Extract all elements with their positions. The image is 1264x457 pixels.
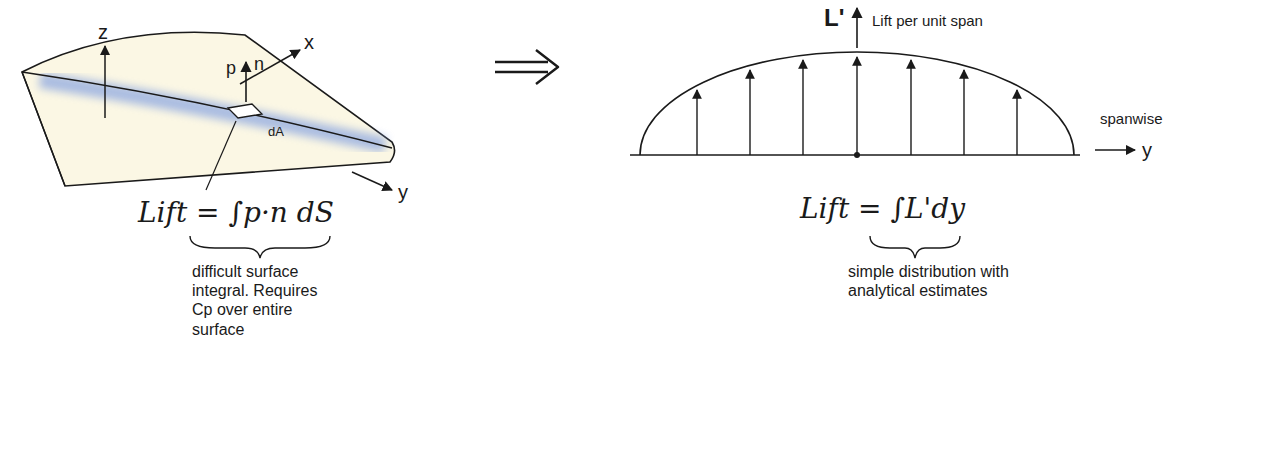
axis-label: y [1142, 138, 1152, 162]
symbol-label: L' [824, 4, 844, 33]
vector-label: n [254, 54, 264, 76]
lift-equation: Lift = ∫p·n dS [138, 196, 334, 230]
lift-distribution [630, 8, 1135, 258]
axis-label: x [304, 30, 314, 54]
axis-title: Lift per unit span [872, 12, 983, 30]
implies-arrow [495, 50, 558, 84]
axis-label: z [98, 20, 108, 44]
area-label: dA [268, 124, 284, 140]
note-text: simple distribution with analytical esti… [848, 262, 1023, 300]
lift-equation: Lift = ∫L'dy [800, 192, 965, 226]
axis-title: spanwise [1100, 110, 1163, 128]
wing-figure [22, 32, 395, 258]
vector-label: p [226, 58, 236, 80]
note-text: difficult surface integral. Requires Cp … [192, 262, 342, 339]
axis-label: y [398, 180, 408, 204]
